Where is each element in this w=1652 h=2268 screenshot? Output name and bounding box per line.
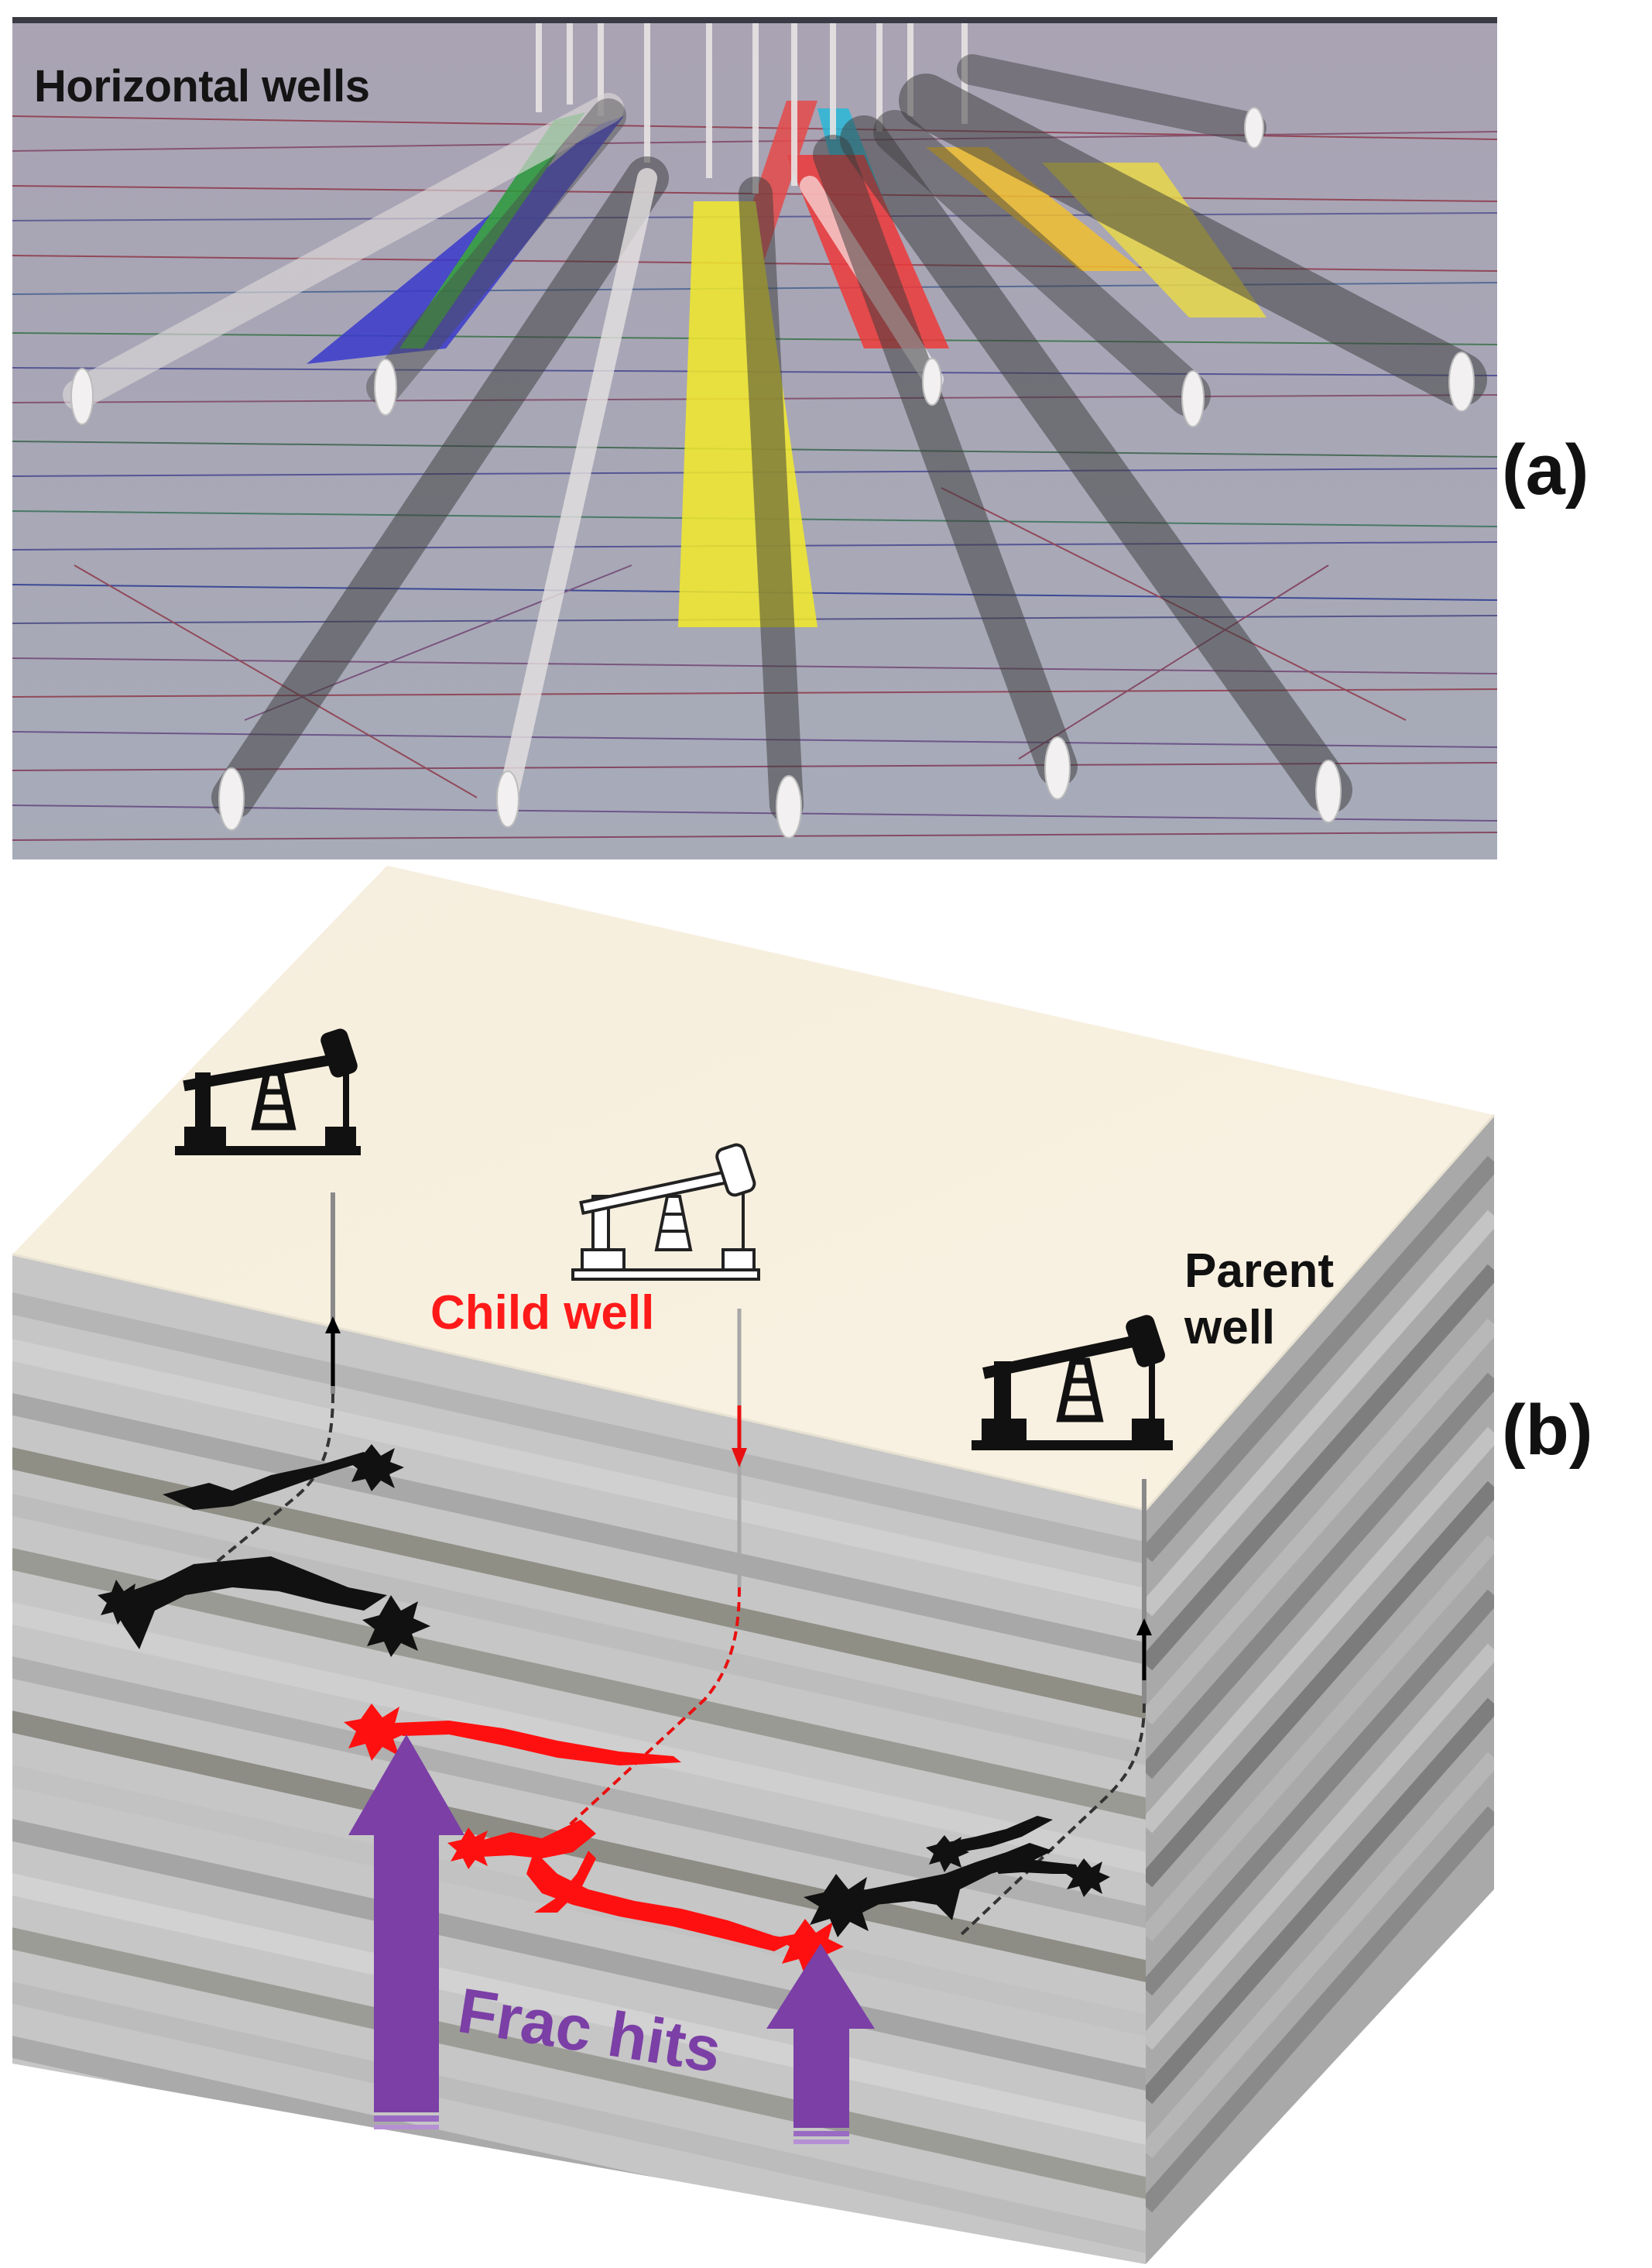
panel-a-label: (a) (1502, 431, 1589, 510)
child-well (540, 1143, 760, 1852)
frac-hit-arrow-left (348, 1734, 464, 2129)
panel-b-block-diagram (0, 860, 1517, 2264)
horizontal-well-tubes (63, 54, 1487, 822)
panel-a-well-model: Horizontal wells (12, 17, 1497, 860)
fracture-burst-icon (926, 1835, 969, 1872)
left-parent-well (175, 1028, 361, 1589)
child-well-label: Child well (430, 1286, 655, 1340)
pumpjack-icon (571, 1143, 760, 1281)
fracture-burst-icon (347, 1444, 404, 1491)
frac-hit-block-diagram (12, 866, 1496, 2264)
fracture-burst-icon (1064, 1858, 1110, 1897)
well-toe-caps (70, 107, 1475, 839)
side-rock-layers (1146, 1115, 1494, 2264)
fracture-burst-icon (344, 1704, 410, 1761)
arrow-down-icon (732, 1405, 747, 1467)
right-parent-fractures (804, 1816, 1110, 1937)
pumpjack-icon (175, 1028, 361, 1155)
panel-a-title: Horizontal wells (34, 61, 370, 112)
parent-well-label: Parent well (1184, 1243, 1334, 1356)
arrow-up-icon (325, 1316, 341, 1386)
vertical-well-sections (536, 23, 968, 194)
panel-b-label: (b) (1502, 1391, 1593, 1470)
pumpjack-icon (972, 1315, 1173, 1450)
fracture-burst-icon (98, 1580, 146, 1625)
parent-well-label-line1: Parent (1184, 1244, 1334, 1298)
fracture-burst-icon (804, 1874, 881, 1937)
well-model-scene (12, 23, 1497, 860)
arrow-up-icon (1136, 1618, 1152, 1680)
left-parent-fractures (98, 1444, 430, 1657)
frac-hit-arrow-right (766, 1944, 875, 2144)
parent-well-label-line2: well (1184, 1301, 1276, 1355)
fracture-burst-icon (362, 1595, 430, 1657)
right-parent-well (958, 1315, 1173, 1937)
fracture-burst-icon (447, 1827, 495, 1869)
